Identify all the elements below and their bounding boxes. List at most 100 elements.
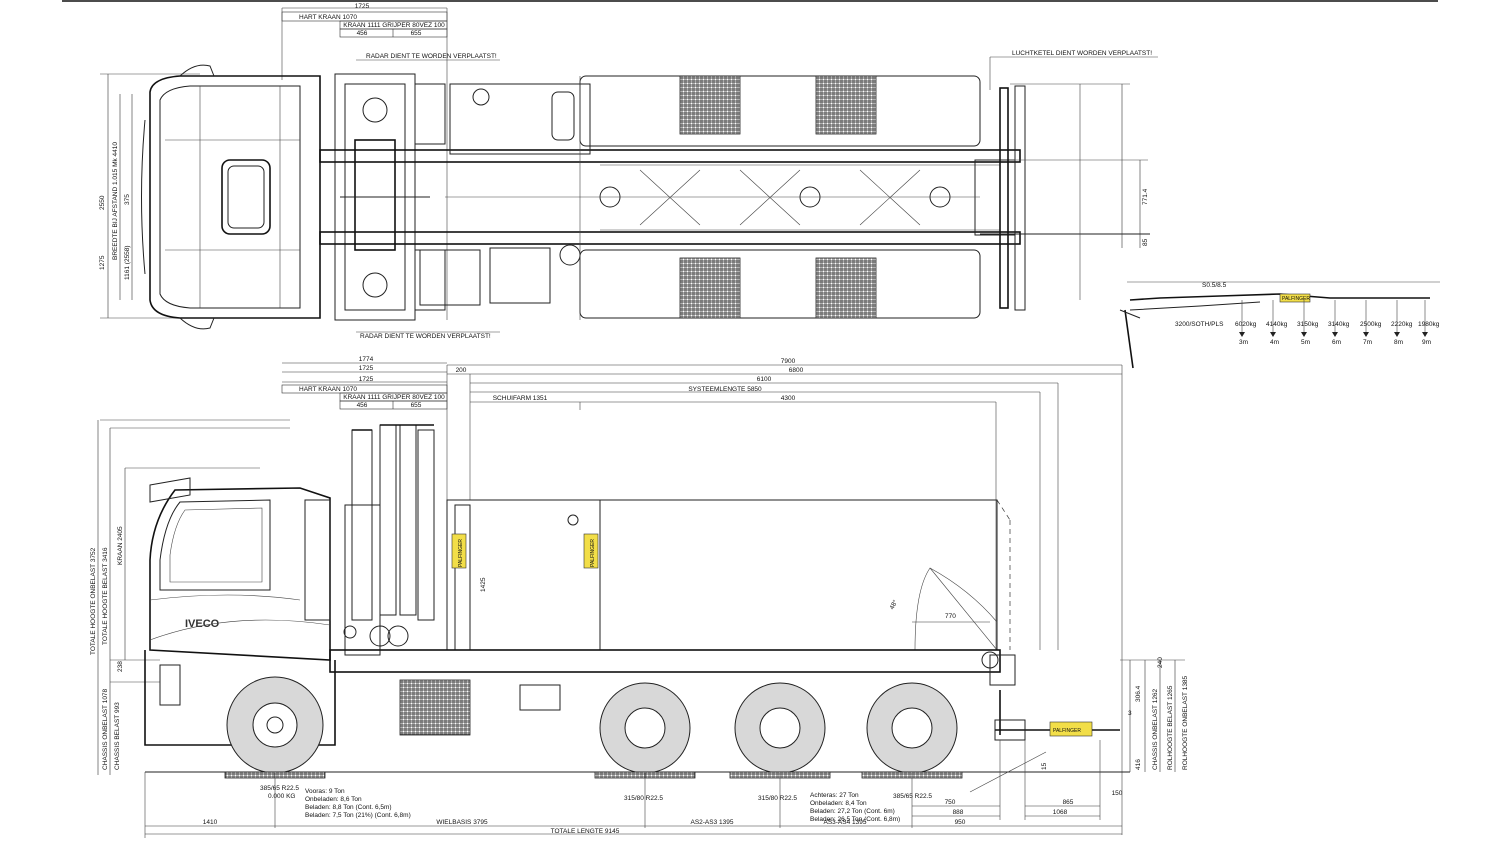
load-label: 3200/SOTH/PLS [1175,321,1224,328]
dim-3: 3 [1128,710,1132,717]
crane-reach-markers: 3m 4m 5m 6m 7m 8m 9m [1239,300,1431,346]
front-load-line: Beladen: 7,5 Ton (21%) (Cont. 6,8m) [305,812,411,819]
load-label: 2500kg [1360,321,1382,328]
dim-1068: 1068 [1053,809,1068,816]
rear-axle-loads: Achteras: 27 Ton Onbeladen: 8,4 Ton Bela… [810,792,900,823]
reach-label: 8m [1394,339,1403,346]
reach-label: 5m [1301,339,1310,346]
radar-note-bottom: RADAR DIENT TE WORDEN VERPLAATST! [360,333,491,340]
dim-888: 888 [953,809,964,816]
dim-1161: 1161 (2558) [124,245,131,280]
front-load-line: Beladen: 8,8 Ton (Cont. 6,5m) [305,804,392,811]
reach-label: 3m [1239,339,1248,346]
load-label: 2220kg [1391,321,1413,328]
dim-1275: 1275 [99,255,106,270]
tire-mid1: 315/80 R22.5 [624,795,663,802]
dim-2550: 2550 [99,195,106,210]
dim-1725: 1725 [355,3,370,10]
dim-rolhoogte-onbelast: ROLHOOGTE ONBELAST 1385 [1182,675,1189,770]
dim-238: 238 [117,661,124,672]
dim-chassis-onbelast-left: CHASSIS ONBELAST 1078 [102,688,109,770]
dim-200: 200 [456,367,467,374]
tire-labels: 385/65 R22.5 0.000 KG 315/80 R22.5 315/8… [260,785,932,802]
crane-diagram-brand: PALFINGER [1282,296,1310,302]
crane-load-diagram: S0.5/8.5 PALFINGER 3200/SOTH/PLS 6020kg … [1119,281,1440,369]
dim-4300: 4300 [781,395,796,402]
radar-note-top: RADAR DIENT TE WORDEN VERPLAATST! [366,53,497,60]
front-load-line: Onbeladen: 8,6 Ton [305,796,362,803]
palfinger-label-hook: PALFINGER [590,539,596,567]
dim-as3as4: AS3-AS4 1395 [823,819,866,826]
dim-950: 950 [955,819,966,826]
dim-1425: 1425 [480,577,487,592]
chassis-side: PALFINGER [329,649,1120,741]
crane-top [334,73,446,321]
rear-load-line: Beladen: 26,5 Ton (Cont. 6,8m) [810,816,900,823]
palfinger-label-arm: PALFINGER [458,539,464,567]
top-view: 1725 HART KRAAN 1070 KRAAN 1111 GRIJPER … [99,3,1158,340]
rear-load-line: Achteras: 27 Ton [810,792,859,799]
side-view: 1774 1725 1725 HART KRAAN 1070 KRAAN 111… [90,356,1189,838]
dim-1410: 1410 [203,819,218,826]
dim-15: 15 [1041,762,1048,770]
tire-mid2: 315/80 R22.5 [758,795,797,802]
dim-schuifarm: SCHUIFARM 1351 [493,395,548,402]
dim-6800: 6800 [789,367,804,374]
load-label: 6020kg [1235,321,1257,328]
dim-totale-lengte: TOTALE LENGTE 9145 [551,828,620,835]
container-outline: 770 48° [446,499,1011,651]
dim-wielbasis: WIELBASIS 3795 [436,819,488,826]
crane-top-label: S0.5/8.5 [1202,282,1227,289]
chassis-top: 771.4 85 [319,75,1150,320]
dim-hart-kraan: HART KRAAN 1070 [299,14,357,21]
dim-771: 771.4 [1142,188,1149,205]
dim-750: 750 [945,799,956,806]
dim-6100: 6100 [757,376,772,383]
angle-48: 48° [888,598,900,611]
dim-655: 655 [411,30,422,37]
tire-front: 385/65 R22.5 [260,785,299,792]
hook-arm: PALFINGER 1425 PALFINGER [451,499,601,651]
luchtketel-note: LUCHTKETEL DIENT WORDEN VERPLAATST! [1012,50,1152,57]
dim-kraan-2405: KRAAN 2405 [117,526,124,565]
dim-865: 865 [1063,799,1074,806]
dim-306: 306.4 [1135,685,1142,702]
dim-655-side: 655 [411,402,422,409]
front-load-line: Vooras: 9 Ton [305,788,345,795]
dim-456: 456 [357,30,368,37]
top-view-left-dims: 2550 1275 BREEDTE BIJ AFSTAND 1.015 Mk 4… [99,73,200,319]
reach-label: 7m [1363,339,1372,346]
crane-side [343,424,435,656]
side-view-bottom-dims: 1410 WIELBASIS 3795 AS2-AS3 1395 AS3-AS4… [144,740,1123,838]
side-view-left-dims: TOTALE HOOGTE ONBELAST 3752 TOTALE HOOGT… [90,419,290,775]
reach-label: 4m [1270,339,1279,346]
load-label: 1980kg [1418,321,1440,328]
dim-totale-onbelast: TOTALE HOOGTE ONBELAST 3752 [90,547,97,655]
dim-375: 375 [124,194,131,205]
dim-totale-belast: TOTALE HOOGTE BELAST 3416 [102,547,109,645]
crane-load-labels: 3200/SOTH/PLS 6020kg 4140kg 3150kg 3140k… [1175,321,1440,328]
dim-1725b: 1725 [359,376,374,383]
dim-breedte: BREEDTE BIJ AFSTAND 1.015 Mk 4410 [112,142,119,260]
dim-1774: 1774 [359,356,374,363]
dim-hart-kraan-side: HART KRAAN 1070 [299,386,357,393]
dim-150: 150 [1112,790,1123,797]
tire-rear: 385/65 R22.5 [893,793,932,800]
rear-load-line: Beladen: 27,2 Ton (Cont. 6m) [810,808,895,815]
dim-chassis-onbelast-right: CHASSIS ONBELAST 1262 [1152,688,1159,770]
dim-1725a: 1725 [359,365,374,372]
dim-chassis-belast-left: CHASSIS BELAST 993 [114,702,121,770]
dim-kraan-grijper: KRAAN 1111 GRIJPER 80VEZ 100 [343,22,445,29]
dim-as2as3: AS2-AS3 1395 [690,819,733,826]
reach-label: 9m [1422,339,1431,346]
load-label: 4140kg [1266,321,1288,328]
side-view-top-dims: 1774 1725 1725 HART KRAAN 1070 KRAAN 111… [281,356,1123,835]
dim-416: 416 [1135,759,1142,770]
dim-7900: 7900 [781,358,796,365]
load-label: 3150kg [1297,321,1319,328]
dim-240: 240 [1157,657,1164,668]
load-label: 3140kg [1328,321,1350,328]
dim-770: 770 [945,613,956,620]
rear-load-line: Onbeladen: 8,4 Ton [810,800,867,807]
